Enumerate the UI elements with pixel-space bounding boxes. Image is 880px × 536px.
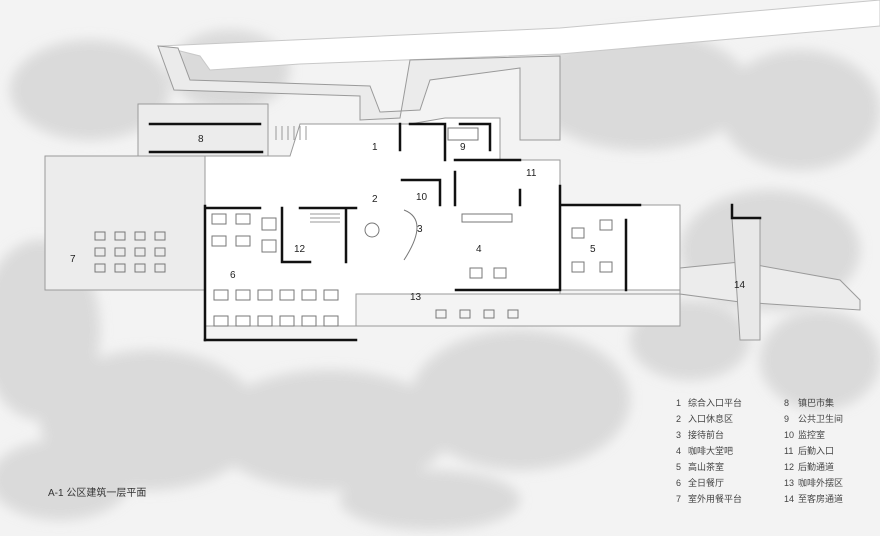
legend: 1 综合入口平台 2 入口休息区 3 接待前台 4 咖啡大堂吧 5 高山茶室 6… bbox=[676, 397, 843, 504]
drawing-title: A-1 公区建筑一层平面 bbox=[48, 486, 146, 499]
legend-num: 1 bbox=[676, 398, 681, 408]
room-numbers: 1 2 3 4 5 6 7 8 9 10 11 12 13 14 bbox=[70, 134, 746, 303]
walls bbox=[148, 122, 762, 342]
room-number-10: 10 bbox=[416, 192, 428, 203]
road bbox=[159, 0, 880, 71]
legend-num: 4 bbox=[676, 446, 681, 456]
legend-label: 接待前台 bbox=[688, 429, 724, 440]
room-number-13: 13 bbox=[410, 292, 422, 303]
room-number-2: 2 bbox=[372, 194, 378, 205]
room-number-6: 6 bbox=[230, 270, 236, 281]
room-number-7: 7 bbox=[70, 254, 76, 265]
legend-label: 高山茶室 bbox=[688, 461, 724, 472]
room-number-5: 5 bbox=[590, 244, 596, 255]
restaurant-6-tables bbox=[211, 213, 339, 327]
legend-num: 9 bbox=[784, 414, 789, 424]
legend-label: 全日餐厅 bbox=[688, 477, 724, 488]
legend-label: 后勤入口 bbox=[798, 445, 834, 456]
legend-num: 13 bbox=[784, 478, 794, 488]
legend-label: 后勤通道 bbox=[798, 461, 834, 472]
legend-label: 监控室 bbox=[798, 429, 825, 440]
room-number-9: 9 bbox=[460, 142, 466, 153]
room-number-11: 11 bbox=[526, 168, 537, 179]
terrace-7-tables bbox=[94, 231, 166, 273]
legend-label: 镇巴市集 bbox=[798, 397, 834, 408]
stairs bbox=[275, 126, 340, 223]
legend-label: 咖啡外摆区 bbox=[798, 477, 843, 488]
legend-label: 公共卫生间 bbox=[798, 413, 843, 424]
legend-num: 10 bbox=[784, 430, 794, 440]
room-number-3: 3 bbox=[417, 224, 423, 235]
room-number-12: 12 bbox=[294, 244, 306, 255]
legend-label: 咖啡大堂吧 bbox=[688, 445, 733, 456]
market-8 bbox=[137, 103, 269, 157]
room-number-14: 14 bbox=[734, 280, 746, 291]
legend-num: 5 bbox=[676, 462, 681, 472]
access-ramp bbox=[157, 45, 561, 141]
room-number-4: 4 bbox=[476, 244, 482, 255]
legend-num: 7 bbox=[676, 494, 681, 504]
legend-num: 2 bbox=[676, 414, 681, 424]
legend-num: 11 bbox=[784, 446, 793, 456]
legend-num: 14 bbox=[784, 494, 794, 504]
legend-num: 6 bbox=[676, 478, 681, 488]
legend-label: 室外用餐平台 bbox=[688, 493, 742, 504]
room-number-1: 1 bbox=[372, 142, 378, 153]
legend-label: 入口休息区 bbox=[688, 413, 733, 424]
legend-num: 12 bbox=[784, 462, 794, 472]
cafe-furniture bbox=[364, 127, 613, 319]
legend-label: 综合入口平台 bbox=[688, 397, 742, 408]
legend-label: 至客房通道 bbox=[798, 493, 843, 504]
legend-num: 3 bbox=[676, 430, 681, 440]
room-number-8: 8 bbox=[198, 134, 204, 145]
legend-num: 8 bbox=[784, 398, 789, 408]
